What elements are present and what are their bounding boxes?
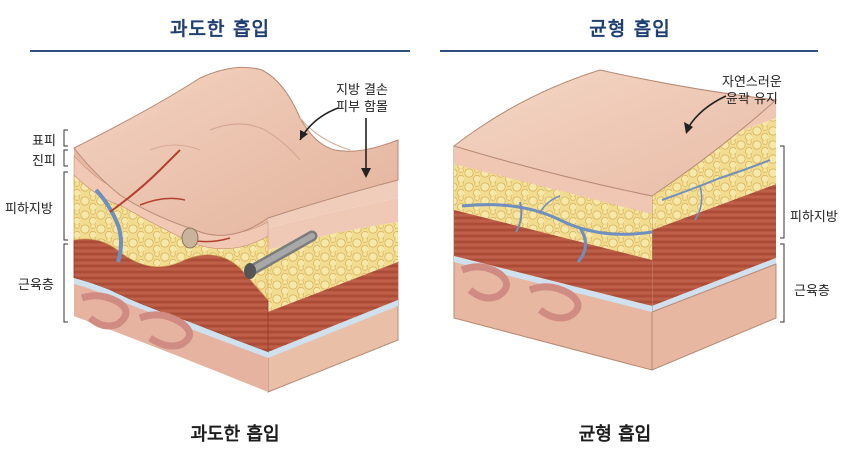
label-dermis: 진피 (32, 154, 56, 169)
right-caption: 균형 흡입 (578, 424, 652, 445)
left-brackets (63, 129, 68, 323)
label-epidermis: 표피 (32, 134, 56, 149)
right-panel-title: 균형 흡입 (589, 18, 671, 40)
left-tissue-block (73, 66, 399, 393)
label-subcutaneous-fat-left: 피하지방 (5, 202, 53, 217)
label-subcutaneous-fat-right: 피하지방 (790, 210, 838, 225)
label-muscle-right: 근육층 (794, 284, 830, 299)
left-caption: 과도한 흡입 (190, 424, 280, 445)
contour-arrow (687, 95, 727, 129)
annotation-line-1: 자연스러운 (722, 75, 782, 90)
annotation-line-2: 피부 함몰 (336, 100, 388, 115)
right-brackets (780, 145, 785, 323)
annotation-line-2: 윤곽 유지 (725, 92, 778, 107)
annotation-line-1: 지방 결손 (336, 83, 388, 98)
right-tissue-block (452, 69, 778, 371)
right-annotation: 자연스러운 윤곽 유지 (722, 74, 782, 108)
left-annotation: 지방 결손 피부 함몰 (336, 82, 388, 116)
label-muscle-left: 근육층 (18, 278, 54, 293)
left-title-rule (30, 50, 410, 52)
right-title-rule (440, 50, 818, 52)
left-panel-title: 과도한 흡입 (169, 18, 270, 40)
